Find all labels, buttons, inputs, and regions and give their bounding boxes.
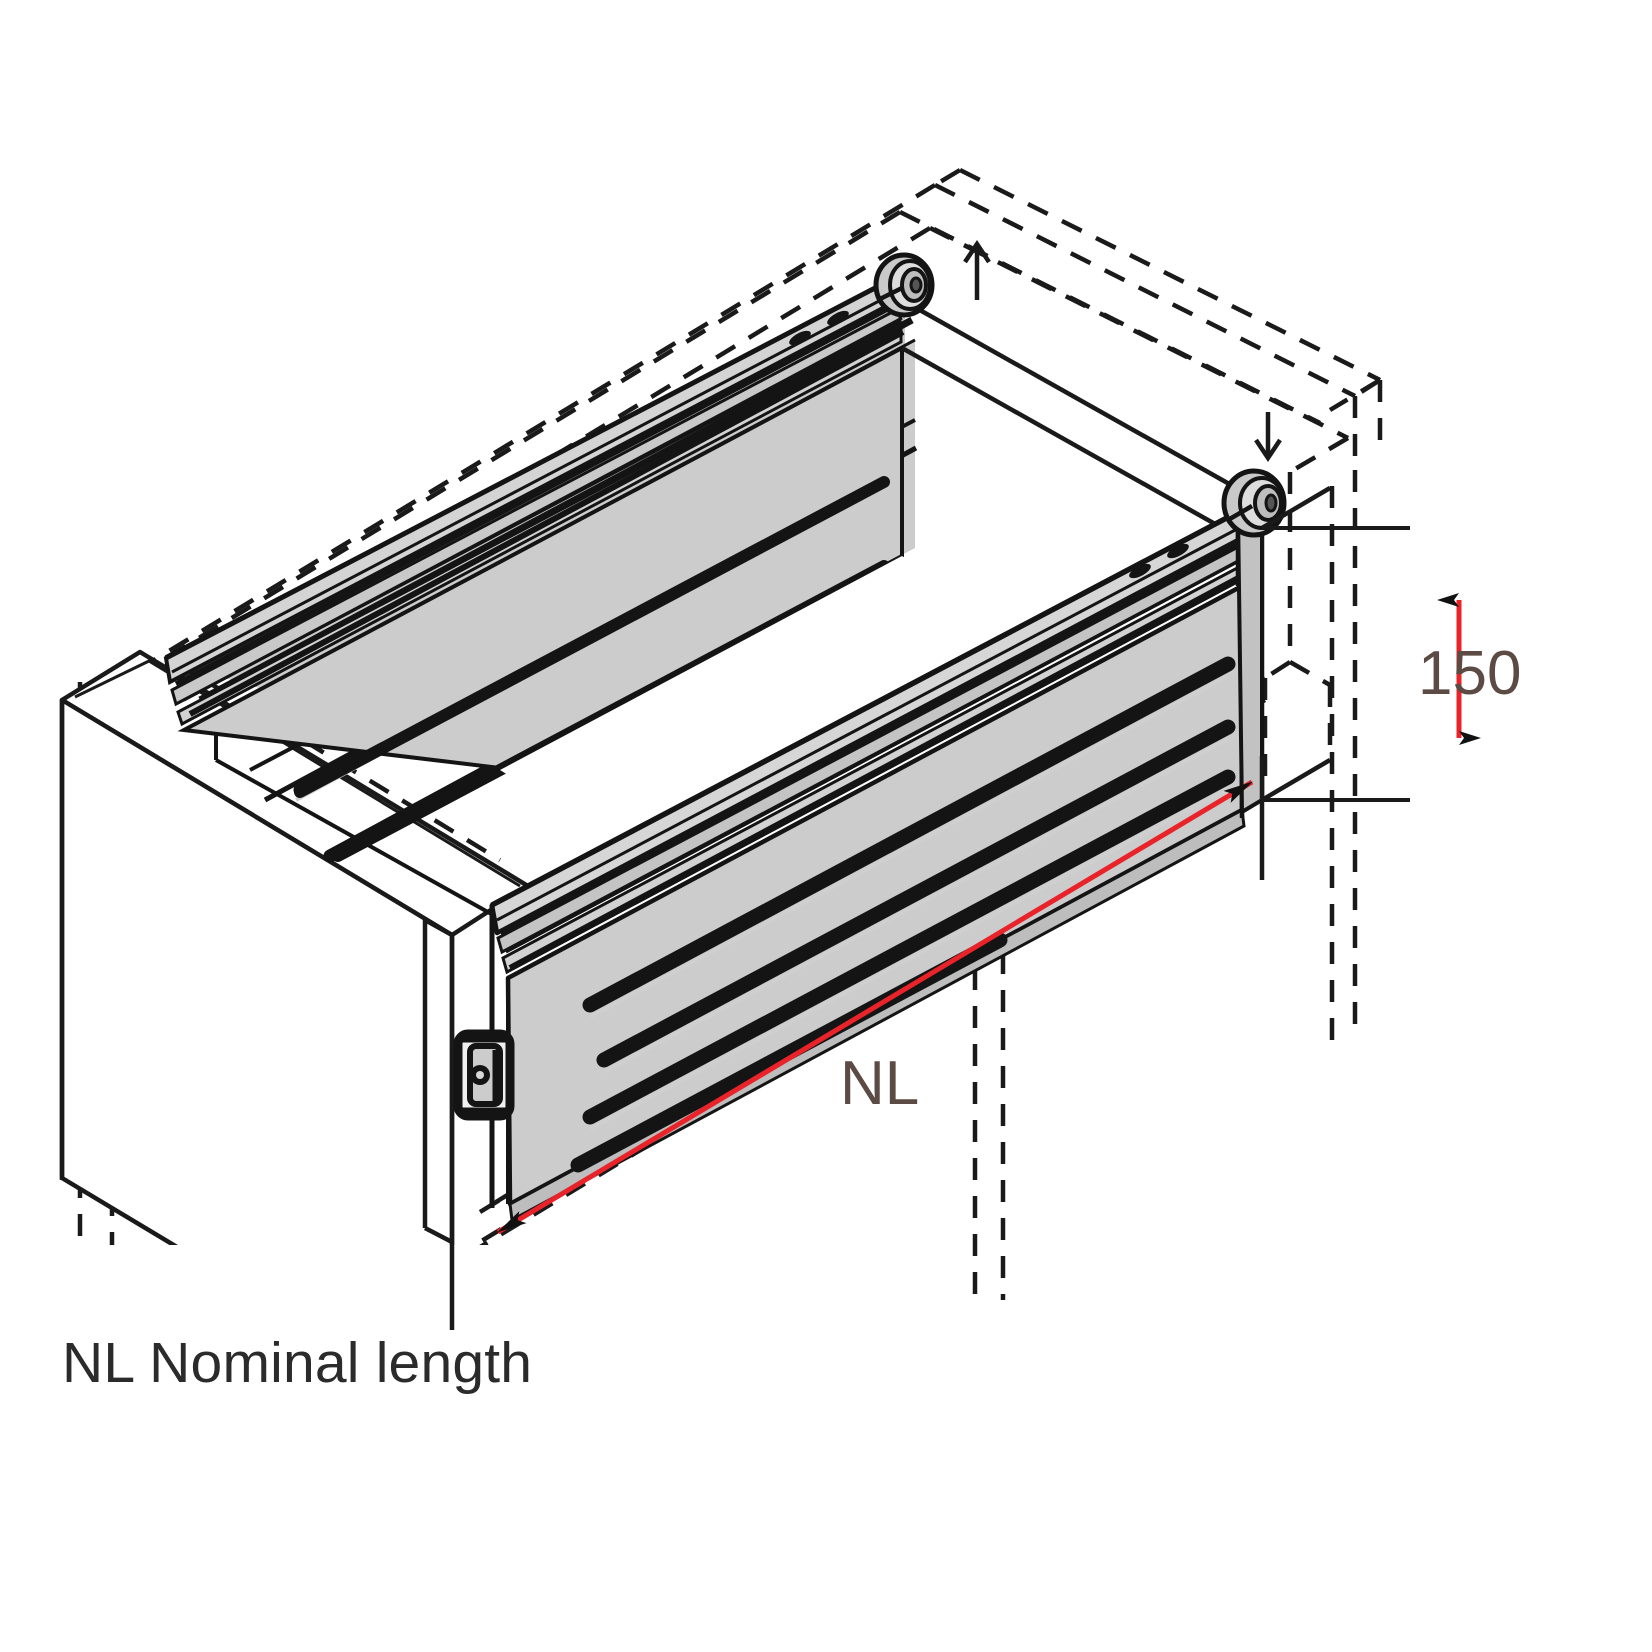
cabinet-front-panel [0, 649, 531, 1652]
drawer-side-rear-top-strips [164, 273, 905, 717]
dimension-nl-line [496, 779, 1254, 1235]
carcase-depth-tick-front [963, 239, 991, 300]
carcase-right-side-solid [1260, 486, 1332, 802]
dimension-nl-label: NL [840, 1049, 920, 1118]
runner-mounting-holes-front [1129, 543, 1189, 579]
runner-mounting-holes-rear [789, 310, 849, 346]
roller-rear-right [1221, 468, 1287, 538]
dimension-150 [1262, 526, 1481, 802]
drawer-rear-top-rail [900, 298, 1242, 540]
legend-caption: NL Nominal length [62, 1331, 533, 1395]
front-fixing-bracket [453, 1029, 515, 1121]
dimension-nl [496, 779, 1254, 1235]
roller-support-arms [876, 285, 1254, 522]
dimension-nl-extension-ticks [449, 756, 1265, 1330]
roller-rear-left [873, 252, 935, 318]
dimension-150-label: 150 [1418, 639, 1522, 708]
carcase-depth-tick-rear [1254, 412, 1282, 463]
